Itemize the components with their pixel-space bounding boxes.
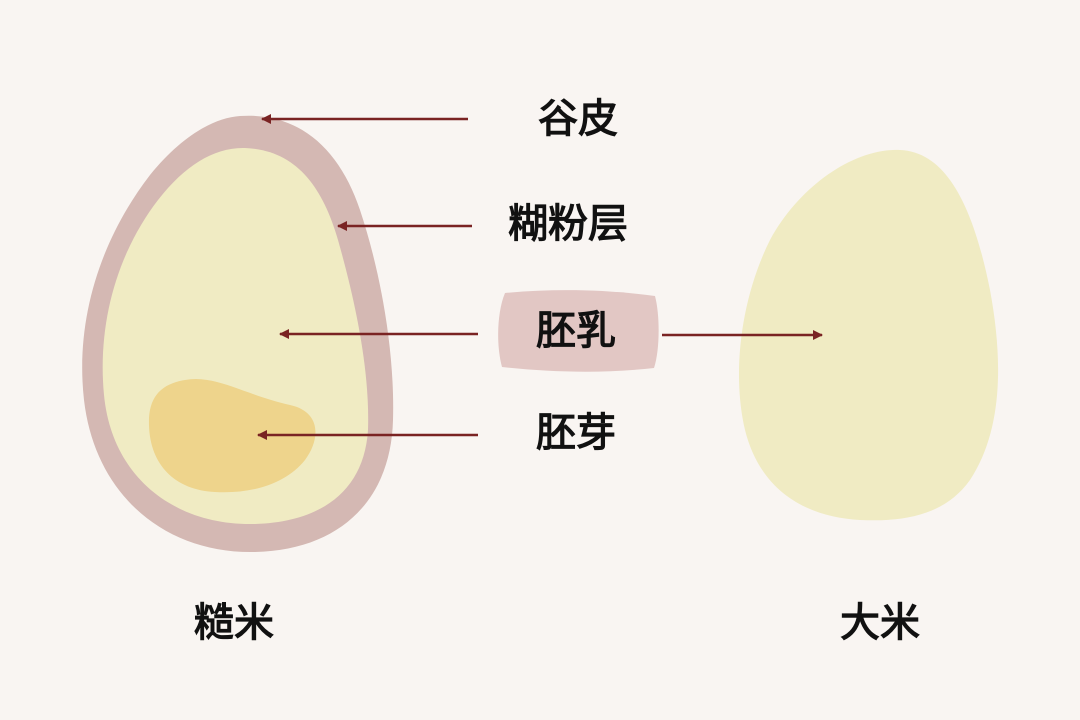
- germ-label: 胚芽: [536, 410, 616, 456]
- white-rice-caption: 大米: [840, 600, 920, 646]
- white-rice-grain-shape: [738, 149, 999, 521]
- brown-rice-germ-shape: [148, 378, 316, 493]
- endosperm-label-highlight: [498, 290, 659, 372]
- brown-rice-caption: 糙米: [194, 600, 274, 646]
- husk-label: 谷皮: [538, 96, 618, 142]
- aleurone-label: 糊粉层: [508, 201, 628, 247]
- endosperm-label: 胚乳: [536, 308, 616, 354]
